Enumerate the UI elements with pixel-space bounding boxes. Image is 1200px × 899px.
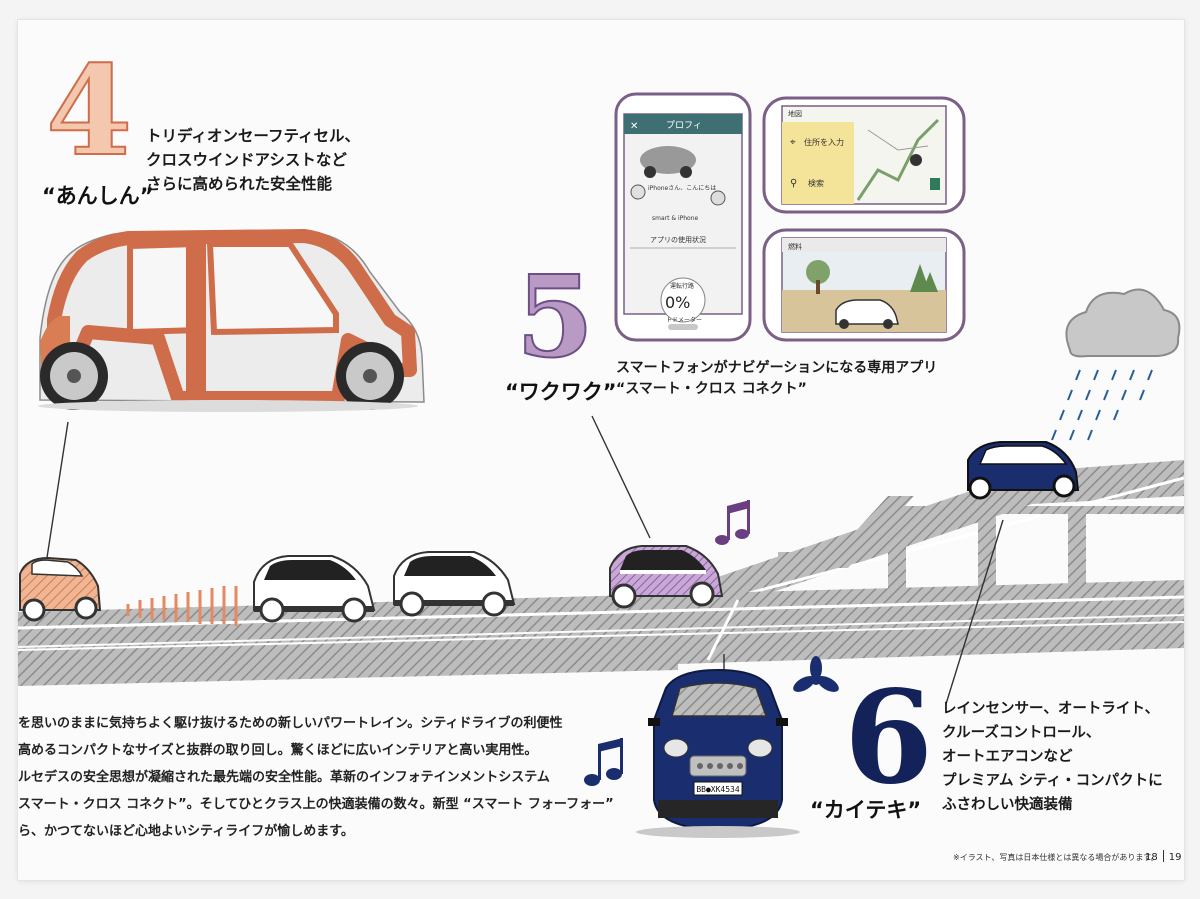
navy-car-front-view: BB●XK4534 xyxy=(636,668,800,838)
feature-label-kaiteki: “カイテキ” xyxy=(810,798,922,822)
brochure-spread: BB●XK4534 プロフィ ✕ iPhoneさん、こんにちは smart & … xyxy=(18,20,1184,880)
body-line: ルセデスの安全思想が凝縮された最先端の安全性能。革新のインフォテインメントシステ… xyxy=(18,770,550,785)
fan-icon xyxy=(793,656,839,692)
device-line: smart & iPhone xyxy=(652,215,699,222)
description-line: レインセンサー、オートライト、 xyxy=(942,701,1160,717)
main-road xyxy=(18,580,1184,686)
fuel-label: 燃料 xyxy=(788,242,802,251)
smartphone-navigation-screen: 地図 ⌖ 住所を入力 ⚲ 検索 xyxy=(762,96,966,214)
usage-title: アプリの使用状況 xyxy=(650,235,706,244)
feature-number-6: 6 xyxy=(844,663,934,813)
white-car-2-on-road xyxy=(393,551,516,617)
map-label: 地図 xyxy=(788,109,802,118)
page-number-left: 18 xyxy=(1145,852,1158,863)
orange-car-on-road xyxy=(19,556,102,622)
safety-cell-car-illustration xyxy=(38,229,425,412)
description-line: プレミアム シティ・コンパクトに xyxy=(942,773,1163,789)
page-number-right: 19 xyxy=(1168,852,1182,863)
feature-label-wakuwaku: “ワクワク” xyxy=(505,380,617,404)
purple-car-on-road xyxy=(609,545,724,609)
body-line: 高めるコンパクトなサイズと抜群の取り回し。驚くほどに広いインテリアと高い実用性。 xyxy=(18,743,538,758)
smartphone-app-screen: プロフィ ✕ iPhoneさん、こんにちは smart & iPhone アプリ… xyxy=(614,92,752,342)
description-line: さらに高められた安全性能 xyxy=(146,175,333,193)
music-note-icon xyxy=(715,500,750,545)
feature-label-anshin: “あんしん” xyxy=(42,184,154,208)
rain-cloud-icon xyxy=(1051,288,1181,441)
footnote: ※イラスト、写真は日本仕様とは異なる場合があります。 xyxy=(953,853,1159,862)
search-item: 検索 xyxy=(808,178,824,188)
license-plate: BB●XK4534 xyxy=(696,785,740,794)
app-header: プロフィ xyxy=(666,120,702,131)
close-icon: ✕ xyxy=(630,121,638,132)
white-car-1-on-road xyxy=(253,555,376,623)
body-line: スマート・クロス コネクト”。そしてひとクラス上の快適装備の数々。新型 “スマー… xyxy=(18,797,614,812)
body-copy: を思いのままに気持ちよく駆け抜けるための新しいパワートレイン。シティドライブの利… xyxy=(18,710,614,845)
body-line: を思いのままに気持ちよく駆け抜けるための新しいパワートレイン。シティドライブの利… xyxy=(18,716,563,731)
navy-car-on-highway xyxy=(967,441,1080,500)
description-line: クロスウインドアシストなど xyxy=(146,151,347,169)
feature-description-6: レインセンサー、オートライト、 クルーズコントロール、 オートエアコンなど プレ… xyxy=(942,697,1163,817)
illustration-scene: BB●XK4534 プロフィ ✕ iPhoneさん、こんにちは smart & … xyxy=(18,92,1184,838)
description-line: トリディオンセーフティセル、 xyxy=(146,127,361,145)
speed-lines xyxy=(126,586,238,626)
feature-description-5: スマートフォンがナビゲーションになる専用アプリ “スマート・クロス コネクト” xyxy=(616,358,937,400)
feature-description-4: トリディオンセーフティセル、 クロスウインドアシストなど さらに高められた安全性… xyxy=(146,124,360,196)
page-divider xyxy=(1162,850,1164,862)
percent-readout: 0% xyxy=(665,293,690,312)
callout-lines xyxy=(45,415,1004,705)
body-line: ら、かつてないほど心地よいシティライフが愉しめます。 xyxy=(18,824,354,839)
distance-label: 運転行路 xyxy=(670,282,694,290)
description-line: クルーズコントロール、 xyxy=(942,725,1101,741)
music-note-icon xyxy=(584,738,623,786)
address-item: 住所を入力 xyxy=(804,137,844,147)
description-line: ふさわしい快適装備 xyxy=(942,797,1073,813)
pin-icon: ⌖ xyxy=(790,137,796,148)
smartphone-fuel-screen: 燃料 xyxy=(762,228,966,342)
greeting-text: iPhoneさん、こんにちは xyxy=(648,185,716,192)
meter-label: トドメーター xyxy=(666,316,702,324)
feature-number-5: 5 xyxy=(515,252,595,383)
feature-number-4: 4 xyxy=(45,39,133,184)
search-icon: ⚲ xyxy=(790,178,797,189)
description-line: オートエアコンなど xyxy=(942,749,1073,765)
description-line: スマートフォンがナビゲーションになる専用アプリ xyxy=(616,360,938,376)
description-line: “スマート・クロス コネクト” xyxy=(616,381,807,397)
